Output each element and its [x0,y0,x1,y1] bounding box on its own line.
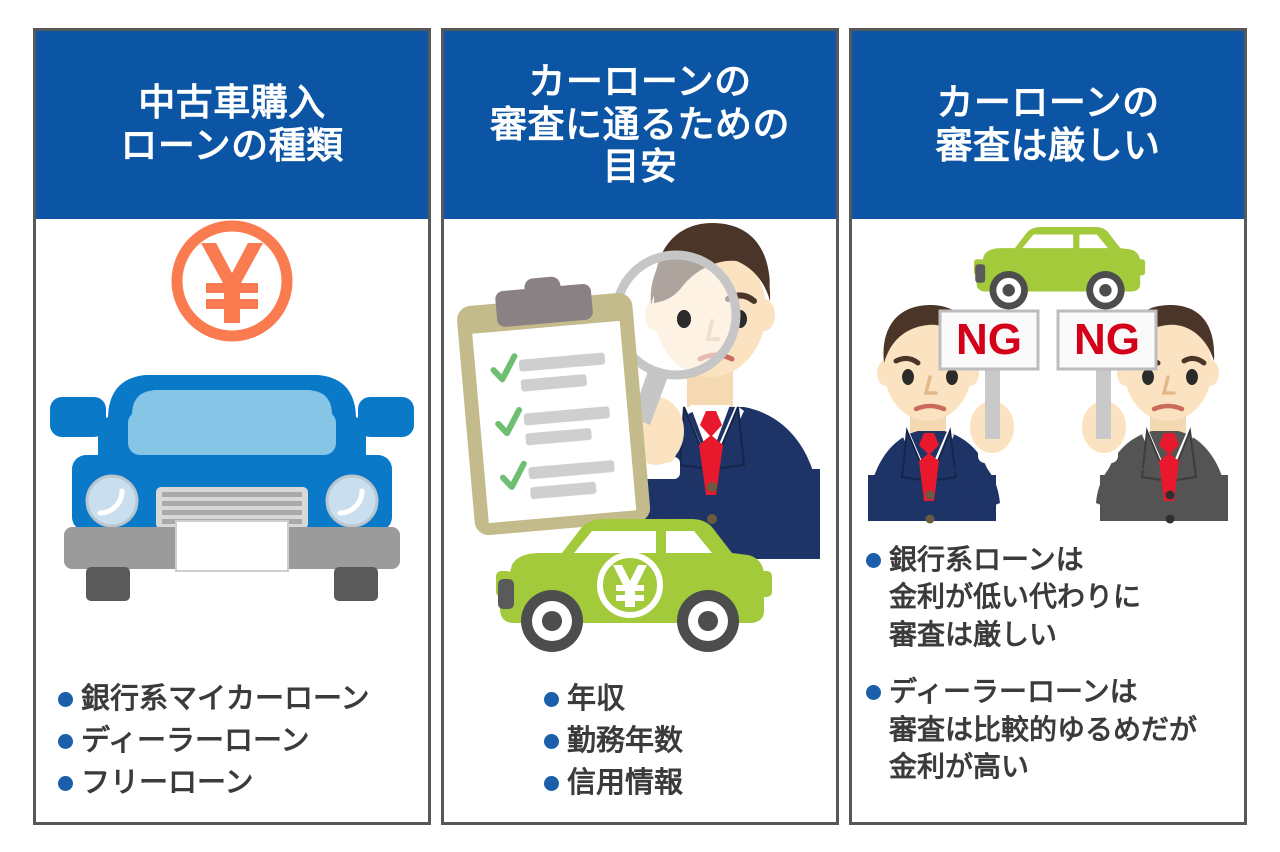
green-car-and-two-men-with-ng-signs-illustration: NG NG [868,227,1228,524]
panel-3-title-line-1: カーローンの [936,82,1160,124]
clipboard-magnifier-man-and-green-car-illustration [457,223,820,652]
panel-3-illustration: NG NG [852,219,1244,541]
list-item: 信用情報 [544,764,836,803]
panel-2-bullet-list: 年収 勤務年数 信用情報 [444,680,836,822]
ng-sign-left-label: NG [956,315,1022,364]
bullet-line: 金利が高い [889,751,1030,783]
bullet-dot-icon [544,734,559,750]
panel-loan-screening-is-strict: カーローンの 審査は厳しい [849,28,1247,825]
panel-2-title-line-2: 審査に通るための [490,103,790,145]
bullet-dot-icon [866,685,881,701]
panel-1-title-line-1: 中古車購入 [138,82,326,124]
bullet-line: 勤務年数 [567,725,684,758]
bullet-dot-icon [58,776,73,792]
ng-sign-right-label: NG [1074,315,1140,364]
panel-1-bullet-list: 銀行系マイカーローン ディーラーローン フリーローン [36,680,428,822]
panel-1-header: 中古車購入 ローンの種類 [36,31,428,219]
list-item: 銀行系ローンは 金利が低い代わりに 審査は厳しい [866,541,1244,654]
list-item: 年収 [544,680,836,719]
panel-3-bullet-list: 銀行系ローンは 金利が低い代わりに 審査は厳しい ディーラーローンは 審査は比較… [852,541,1244,822]
panel-2-body: 年収 勤務年数 信用情報 [444,219,836,822]
panel-2-title-line-1: カーローンの [528,60,752,102]
bullet-line: 審査は厳しい [889,618,1058,650]
panel-used-car-loan-types: 中古車購入 ローンの種類 [33,28,431,825]
clipboard-checklist-icon [457,276,651,536]
bullet-dot-icon [544,776,559,792]
yen-circle-icon [171,220,293,342]
bullet-dot-icon [544,692,559,708]
businessman-navy-suit [868,305,1014,524]
list-item: 銀行系マイカーローン [58,680,428,719]
list-item: フリーローン [58,764,428,803]
panel-3-title-line-2: 審査は厳しい [935,125,1161,166]
ng-sign-right-post [1096,359,1111,439]
bullet-text: 銀行系ローンは 金利が低い代わりに 審査は厳しい [889,541,1244,654]
bullet-line: 銀行系ローンは [889,543,1084,575]
blue-front-car-icon [50,375,414,601]
panel-2-illustration [444,219,836,680]
panel-3-body: NG NG 銀行系ローンは 金利が低い代わりに 審査は厳しい [852,219,1244,822]
list-item: ディーラーローンは 審査は比較的ゆるめだが 金利が高い [866,673,1244,786]
panel-2-header: カーローンの 審査に通るための 目安 [444,31,836,219]
bullet-line: フリーローン [81,767,254,800]
bullet-text: フリーローン [81,764,428,803]
panel-1-title-line-2: ローンの種類 [120,125,344,166]
panel-2-title-line-3: 目安 [602,146,678,188]
bullet-line: 年収 [567,683,626,716]
panel-loan-screening-criteria: カーローンの 審査に通るための 目安 [441,28,839,825]
panel-1-illustration [36,219,428,680]
list-item: ディーラーローン [58,722,428,761]
panel-1-body: 銀行系マイカーローン ディーラーローン フリーローン [36,219,428,822]
ng-sign-left-post [985,359,1000,439]
bullet-text: ディーラーローン [81,722,428,761]
bullet-line: 審査は比較的ゆるめだが [889,713,1198,745]
green-side-car-icon [496,519,772,652]
green-side-car-icon [974,227,1146,310]
bullet-text: ディーラーローンは 審査は比較的ゆるめだが 金利が高い [889,673,1244,786]
bullet-text: 年収 [567,680,836,719]
bullet-dot-icon [58,734,73,750]
ng-sign-left: NG [938,309,1040,371]
panel-3-header: カーローンの 審査は厳しい [852,31,1244,219]
bullet-line: 銀行系マイカーローン [81,683,370,716]
magnifying-glass-icon [611,250,741,425]
bullet-dot-icon [58,692,73,708]
ng-sign-right: NG [1056,309,1158,371]
bullet-line: ディーラーローン [81,725,310,758]
bullet-text: 勤務年数 [567,722,836,761]
yen-coin-and-blue-car-illustration [50,220,414,601]
bullet-line: 信用情報 [567,767,684,800]
bullet-text: 銀行系マイカーローン [81,680,428,719]
bullet-text: 信用情報 [567,764,836,803]
bullet-dot-icon [866,552,881,568]
list-item: 勤務年数 [544,722,836,761]
bullet-line: ディーラーローンは [889,676,1138,708]
bullet-line: 金利が低い代わりに [889,581,1142,613]
